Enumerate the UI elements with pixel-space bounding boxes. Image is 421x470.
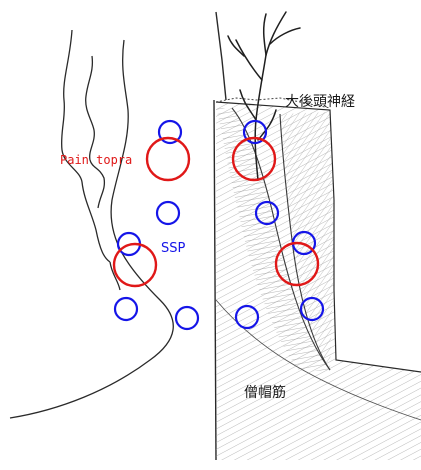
ssp-marker [115, 298, 137, 320]
trapezius-muscle [216, 98, 421, 460]
pain-marker [147, 138, 189, 180]
left-contour [10, 30, 173, 418]
ssp-marker [157, 202, 179, 224]
pain-marker [114, 244, 156, 286]
ssp-marker [176, 307, 198, 329]
ssp-label: SSP [161, 241, 186, 256]
nerve-label: 大後頭神経 [285, 94, 355, 110]
pain-topra-label: Pain topra [60, 153, 132, 167]
trapezius-label: 僧帽筋 [244, 384, 286, 401]
